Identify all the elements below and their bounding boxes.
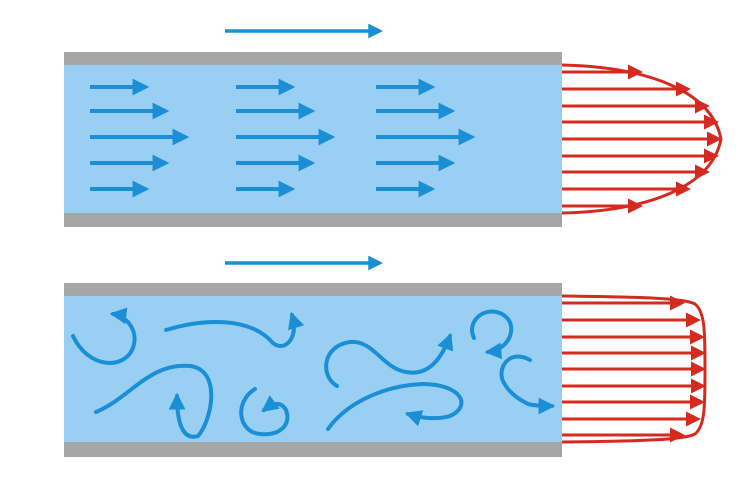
pipe-wall-top <box>64 283 562 296</box>
flat-velocity-profile <box>561 294 707 444</box>
pipe-wall-top <box>64 52 562 65</box>
pipe-wall-bottom <box>64 442 562 457</box>
eddy-arrow <box>470 309 514 360</box>
laminar-panel <box>64 23 723 227</box>
parabolic-velocity-profile <box>561 63 723 215</box>
pipe-fluid <box>64 296 562 442</box>
pipe-wall-bottom <box>64 213 562 227</box>
eddy-arrow <box>239 387 290 437</box>
laminar-flow-arrows <box>90 78 476 198</box>
eddy-arrow <box>324 332 454 388</box>
eddy-arrow <box>71 307 137 365</box>
eddy-arrow <box>94 363 214 439</box>
turbulent-eddy-arrows <box>71 307 556 439</box>
eddy-arrow <box>326 381 464 431</box>
turbulent-panel <box>64 255 707 457</box>
eddy-arrow <box>499 354 556 415</box>
eddy-arrow <box>164 311 305 348</box>
